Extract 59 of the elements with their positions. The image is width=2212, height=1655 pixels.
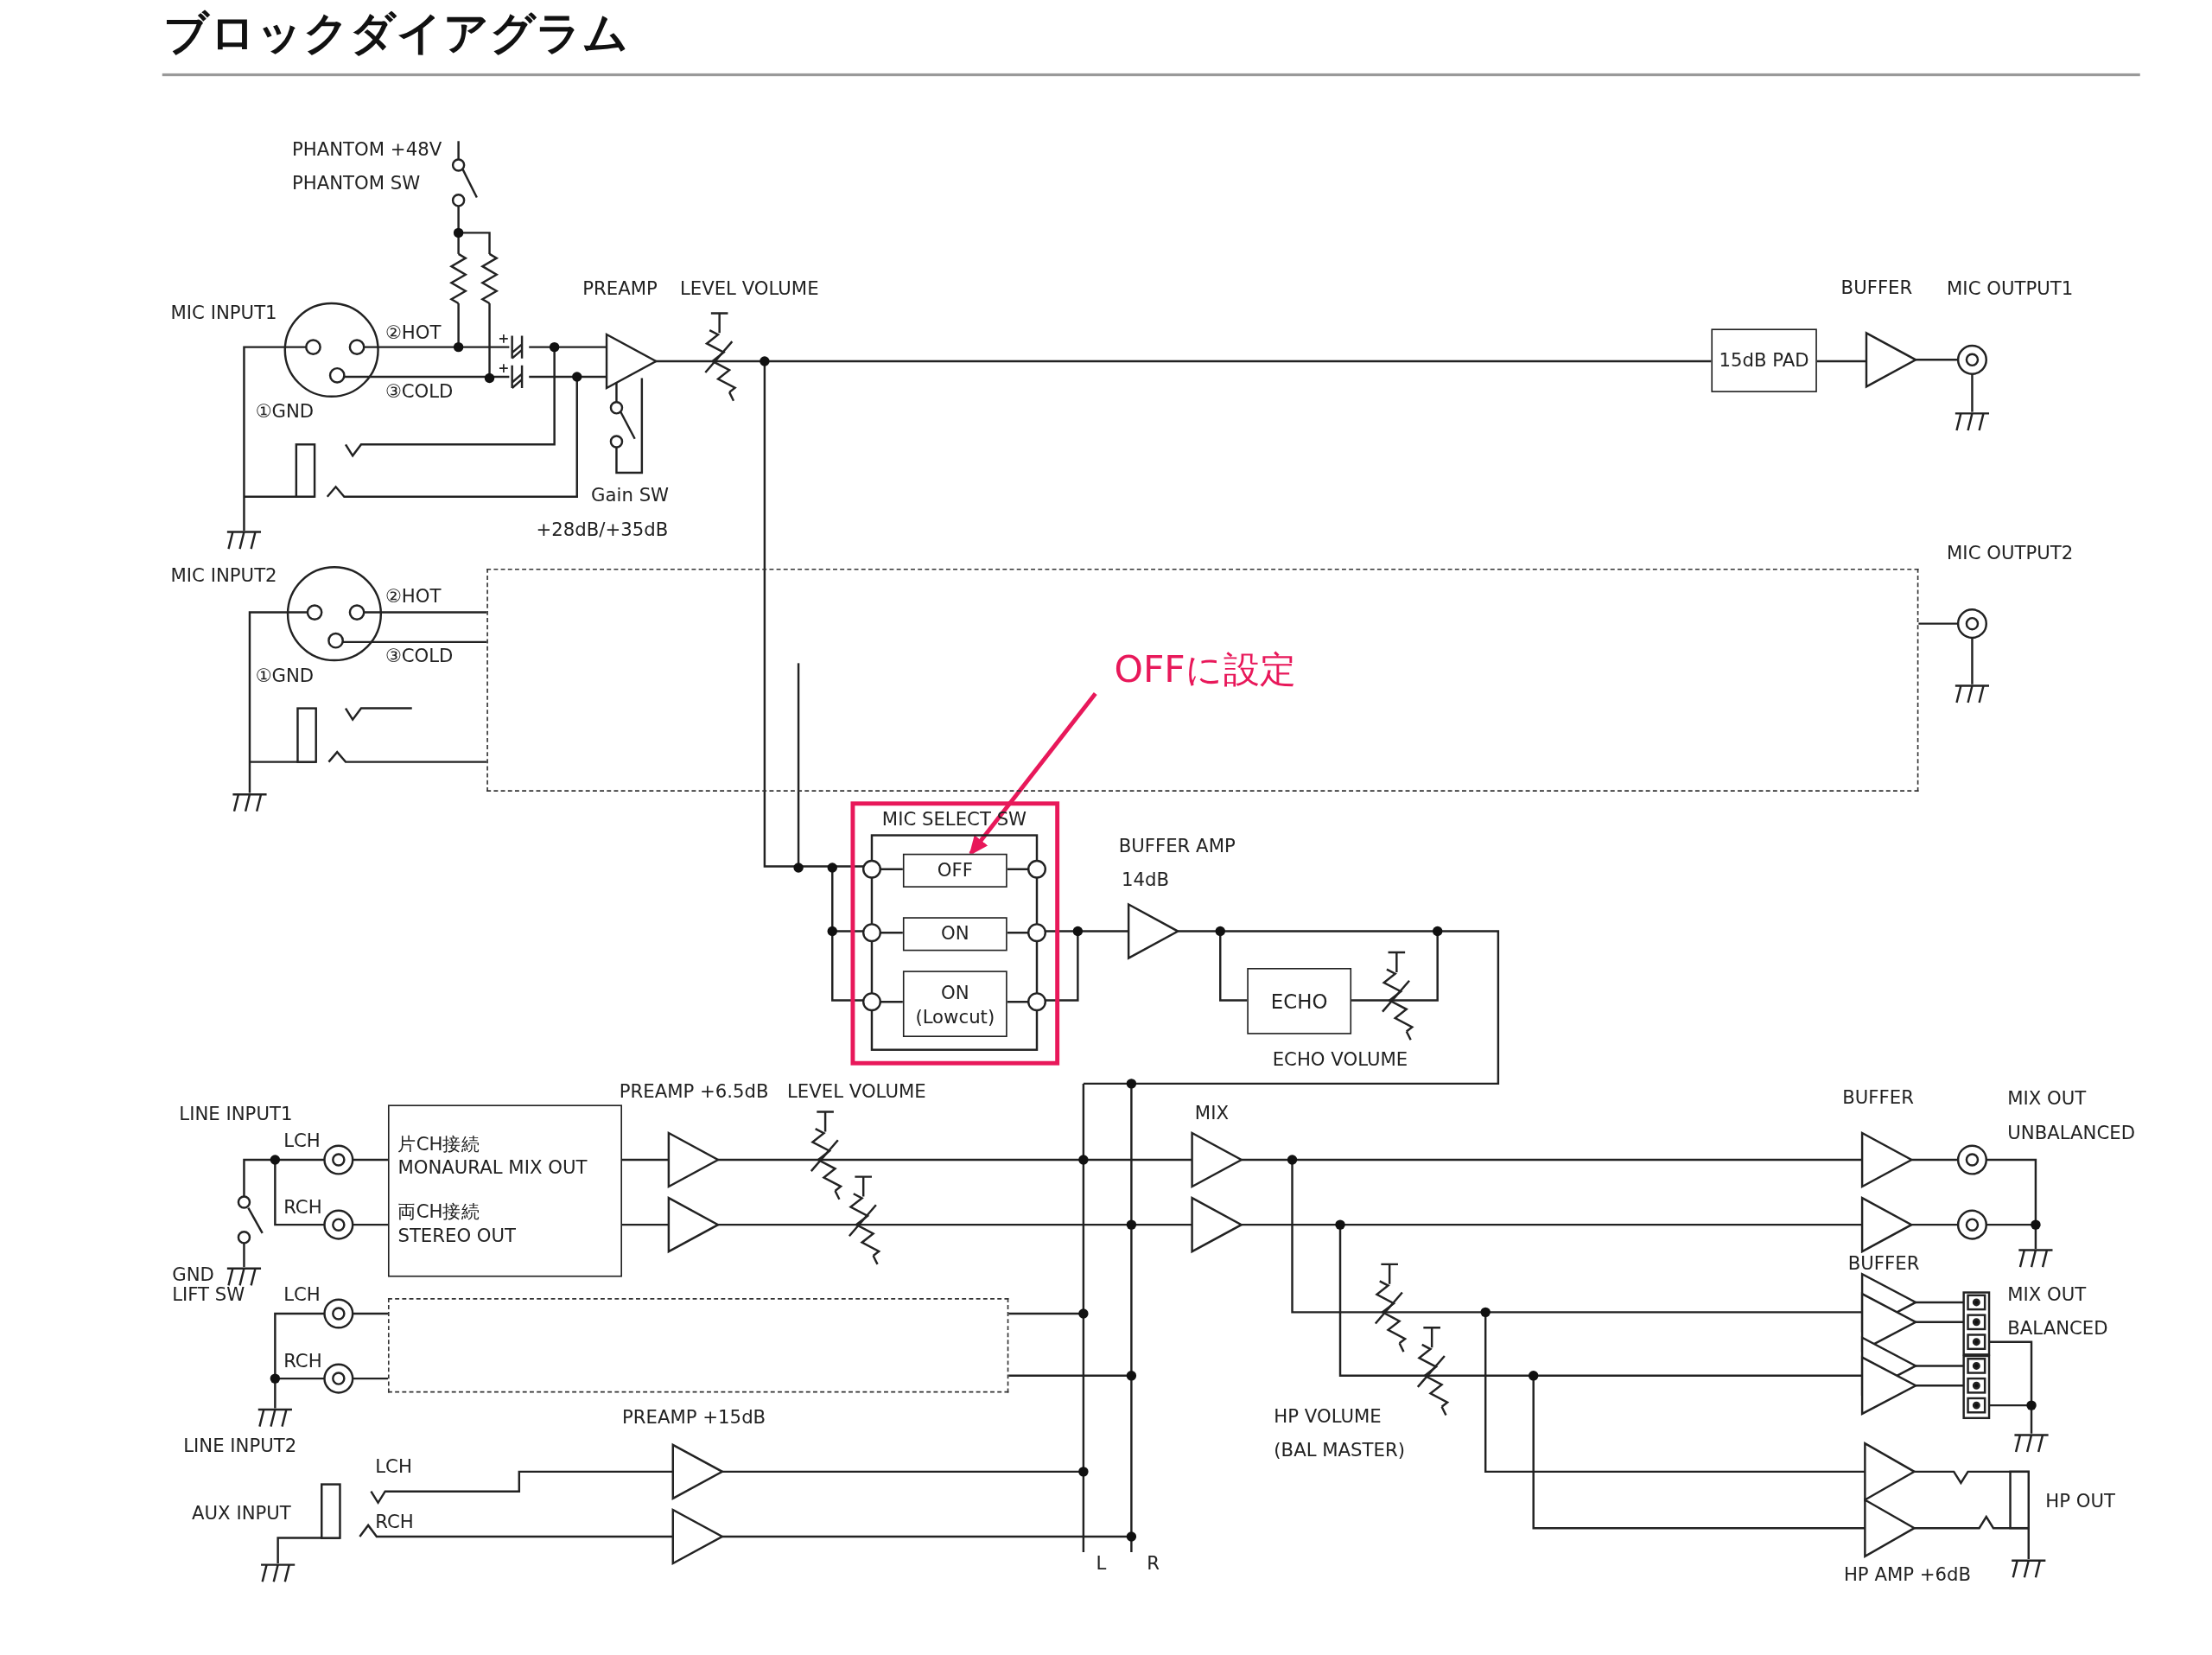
circuit-label: BALANCED bbox=[2007, 1316, 2108, 1341]
circuit-label: 14dB bbox=[1121, 868, 1169, 893]
echo-box: ECHO bbox=[1247, 968, 1352, 1034]
circuit-label: MIC INPUT1 bbox=[170, 301, 277, 325]
annotation-text: OFFに設定 bbox=[1103, 645, 1308, 693]
circuit-label: ②HOT bbox=[385, 584, 442, 609]
circuit-label: BUFFER AMP bbox=[1118, 834, 1236, 858]
pad-box: 15dB PAD bbox=[1711, 328, 1817, 392]
circuit-label: MIC OUTPUT1 bbox=[1947, 277, 2074, 302]
circuit-label: MIC INPUT2 bbox=[170, 563, 277, 588]
circuit-label: MIC OUTPUT2 bbox=[1947, 540, 2074, 565]
box-text: 両CH接続 STEREO OUT bbox=[397, 1200, 517, 1248]
circuit-label: R bbox=[1147, 1550, 1160, 1575]
circuit-label: HP AMP +6dB bbox=[1843, 1563, 1972, 1587]
circuit-label: PHANTOM +48V bbox=[291, 137, 442, 162]
circuit-label: L bbox=[1096, 1550, 1107, 1575]
circuit-label: RCH bbox=[283, 1349, 322, 1373]
circuit-label: (BAL MASTER) bbox=[1274, 1438, 1405, 1462]
circuit-label: ③COLD bbox=[385, 644, 454, 668]
circuit-label: ③COLD bbox=[385, 379, 454, 404]
circuit-label: MIX bbox=[1194, 1101, 1229, 1125]
circuit-label: PREAMP bbox=[582, 277, 658, 302]
circuit-label: LINE INPUT1 bbox=[179, 1102, 293, 1127]
output-mode-box bbox=[388, 1104, 622, 1277]
circuit-label: PREAMP +15dB bbox=[622, 1405, 766, 1430]
circuit-label: RCH bbox=[375, 1510, 414, 1535]
circuit-label: ①GND bbox=[255, 664, 315, 688]
switch-title: MIC SELECT SW bbox=[880, 807, 1028, 831]
circuit-label: RCH bbox=[283, 1195, 322, 1219]
circuit-label: BUFFER bbox=[1847, 1251, 1920, 1276]
highlight-frame bbox=[850, 801, 1060, 1066]
circuit-label: LEVEL VOLUME bbox=[679, 277, 819, 302]
circuit-label: LCH bbox=[283, 1283, 321, 1308]
circuit-label: MIX OUT bbox=[2007, 1086, 2087, 1111]
switch-position-box: ON (Lowcut) bbox=[902, 971, 1007, 1037]
circuit-label: MIX OUT bbox=[2007, 1283, 2087, 1308]
circuit-label: AUX INPUT bbox=[192, 1501, 291, 1526]
circuit-label: LCH bbox=[375, 1454, 412, 1480]
circuit-label: HP OUT bbox=[2045, 1489, 2116, 1513]
switch-position-box: OFF bbox=[902, 853, 1007, 888]
circuit-label: UNBALANCED bbox=[2007, 1120, 2136, 1145]
circuit-label: LCH bbox=[283, 1129, 321, 1154]
dashed-section-box bbox=[486, 568, 1919, 792]
circuit-label: +28dB/+35dB bbox=[536, 518, 669, 543]
circuit-label: ①GND bbox=[255, 399, 315, 424]
circuit-label: BUFFER bbox=[1840, 276, 1913, 300]
circuit-label: LINE INPUT2 bbox=[183, 1434, 297, 1458]
diagram-title: ブロックダイアグラム bbox=[163, 4, 630, 61]
circuit-label: Gain SW bbox=[591, 483, 670, 507]
circuit-label: ECHO VOLUME bbox=[1272, 1047, 1408, 1072]
switch-position-box: ON bbox=[902, 917, 1007, 952]
box-text: 片CH接続 MONAURAL MIX OUT bbox=[397, 1132, 588, 1180]
circuit-label: PREAMP +6.5dB bbox=[619, 1079, 769, 1104]
circuit-label: PHANTOM SW bbox=[291, 171, 421, 195]
circuit-label: LEVEL VOLUME bbox=[787, 1079, 926, 1104]
circuit-label: HP VOLUME bbox=[1274, 1404, 1382, 1429]
dashed-section-box bbox=[388, 1298, 1009, 1393]
circuit-label: ②HOT bbox=[385, 321, 442, 345]
circuit-label: BUFFER bbox=[1842, 1085, 1914, 1110]
